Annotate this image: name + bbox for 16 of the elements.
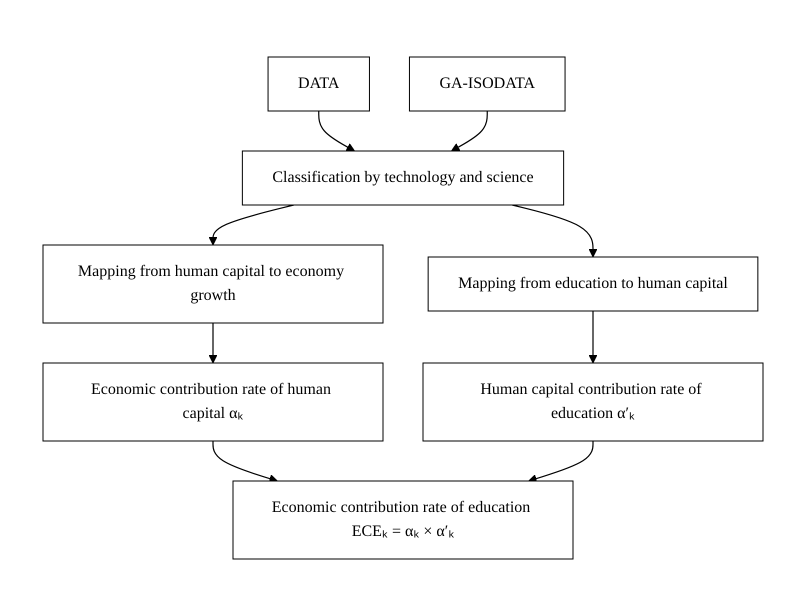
arrow [212,440,278,482]
node-box: Human capital contribution rate of education α′ₖ [422,362,763,441]
node-box: DATA [267,56,370,111]
node-box: Economic contribution rate of education ECEₖ = αₖ × α′ₖ [232,480,573,559]
arrow [208,204,294,245]
arrow [318,110,354,151]
node-box: Mapping from human capital to economy growth [42,244,383,323]
node-box: GA-ISODATA [408,56,566,111]
node-box: Economic contribution rate of human capital αₖ [42,362,383,441]
arrow [512,204,597,257]
arrow [208,322,217,363]
arrow [588,310,597,363]
node-box: Classification by technology and science [241,150,564,205]
arrow [450,110,488,151]
arrow [528,440,594,482]
node-box: Mapping from education to human capital [427,256,758,311]
